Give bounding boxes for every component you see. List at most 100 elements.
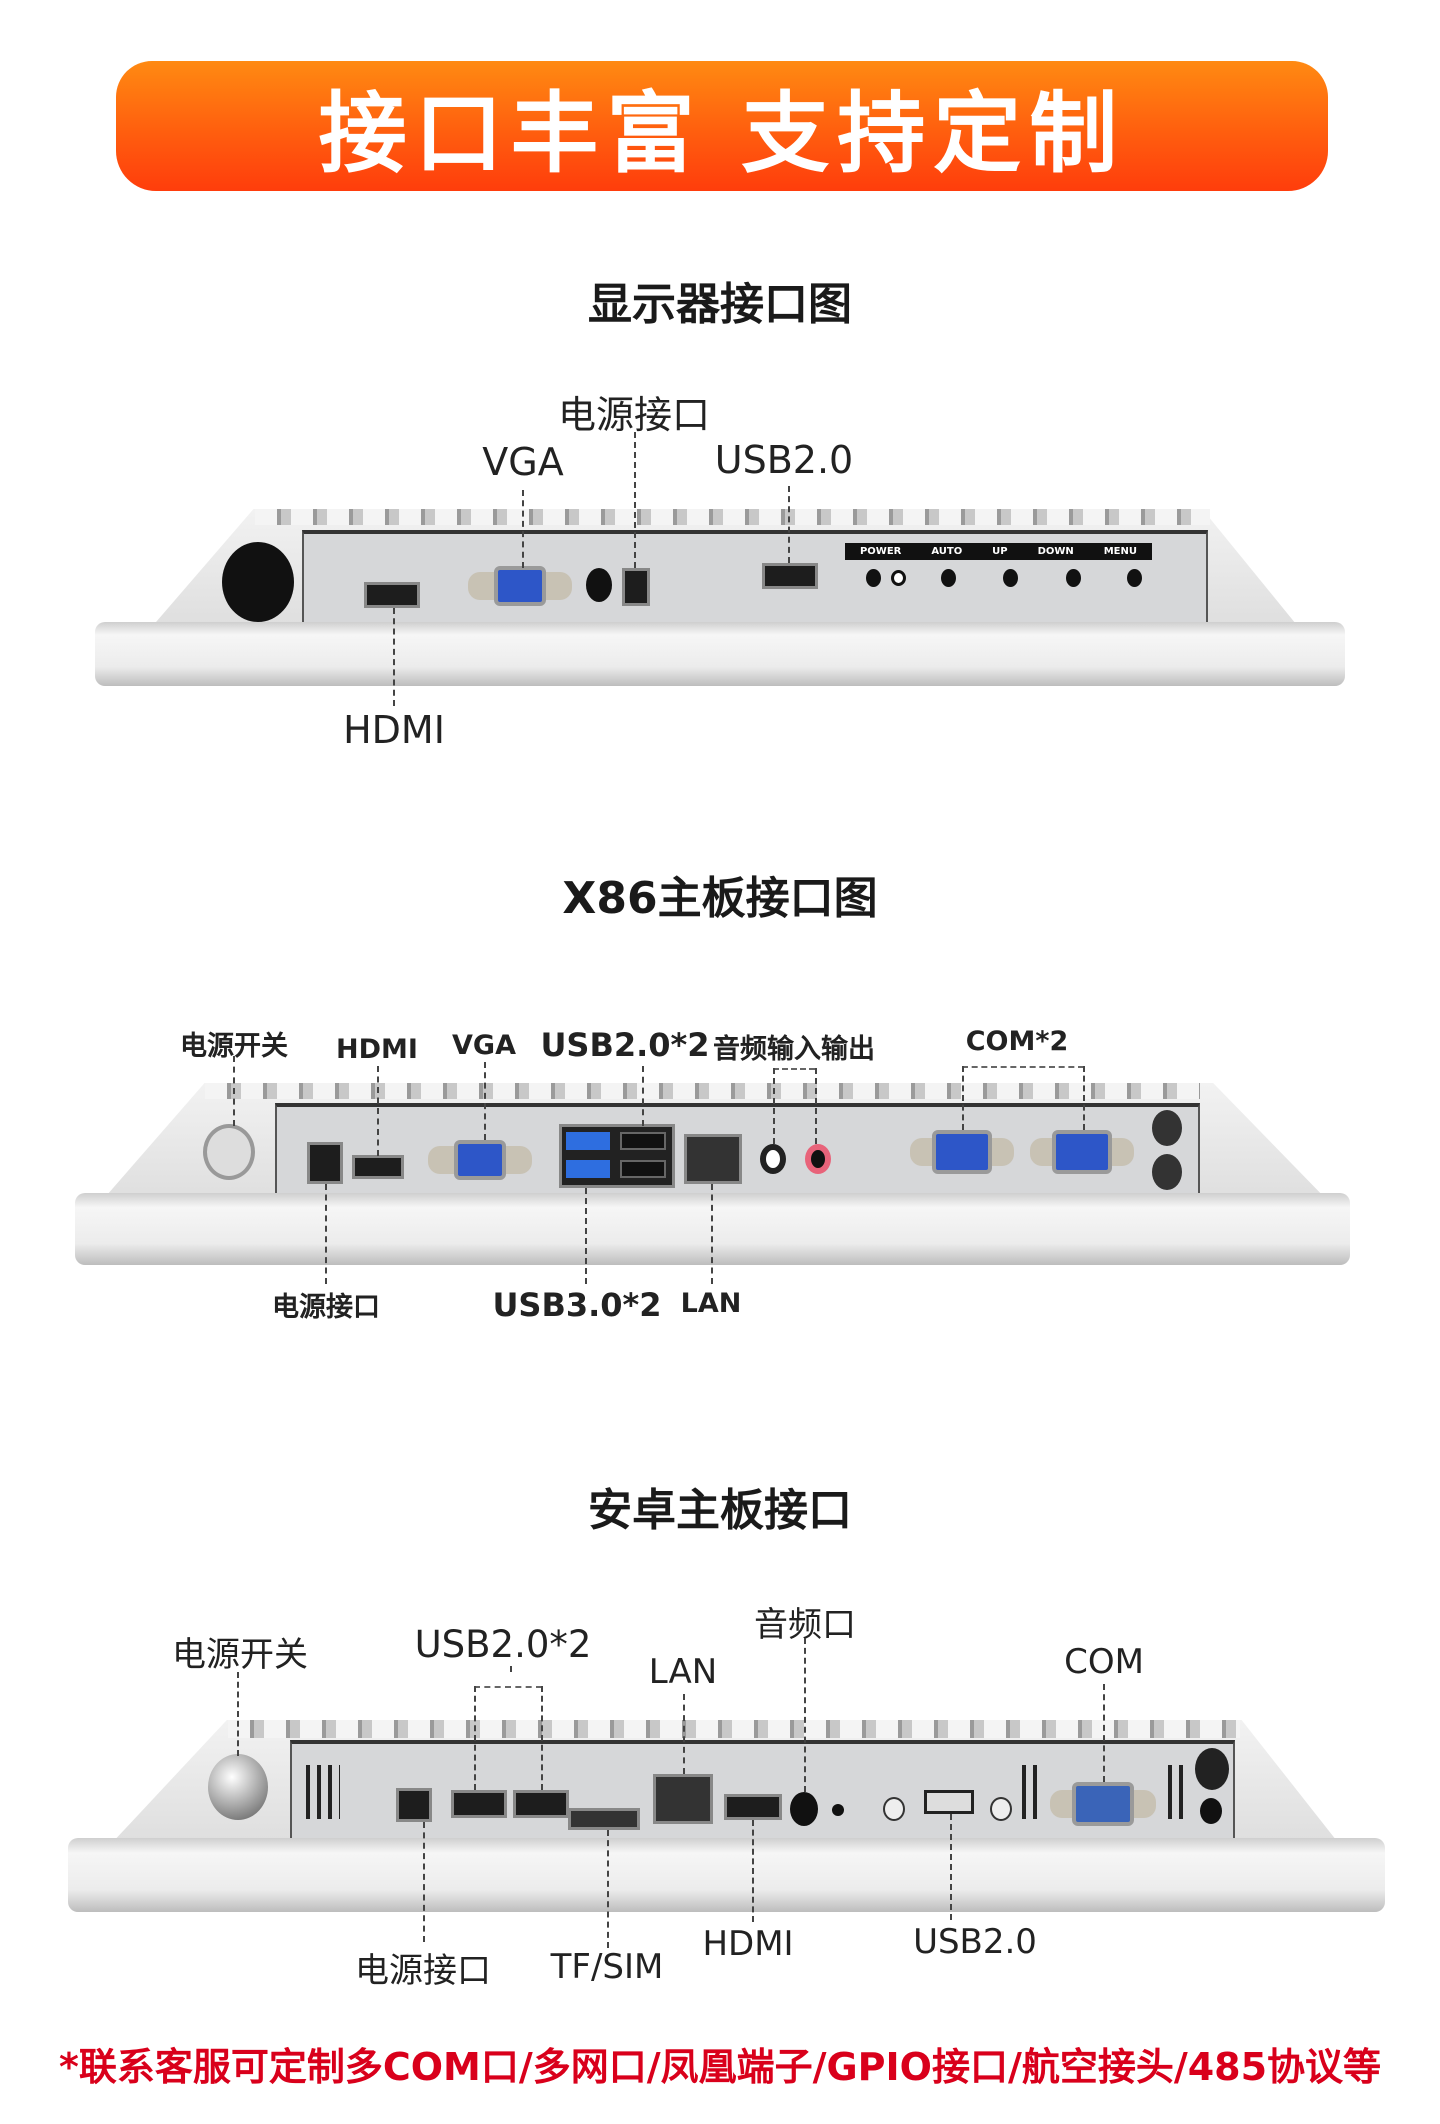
- power-button-icon: [866, 569, 881, 587]
- knob-icon: [1200, 1798, 1222, 1824]
- vents: [228, 1720, 1240, 1738]
- hdmi-port-icon: [364, 582, 420, 608]
- leader-line: [1083, 1066, 1085, 1130]
- knob-icon: [1152, 1110, 1182, 1146]
- usb-port-icon: [451, 1790, 507, 1818]
- leader-line: [711, 1184, 713, 1284]
- dc-power-port-icon: [307, 1142, 343, 1184]
- screw-icon: [990, 1797, 1012, 1821]
- dc-power-port-icon: [622, 568, 650, 606]
- leader-line: [585, 1188, 587, 1284]
- leader-line: [484, 1062, 486, 1140]
- down-button-icon: [1066, 569, 1081, 587]
- audio-jack-icon: [586, 568, 612, 602]
- usb3-port-icon: [566, 1160, 610, 1178]
- label-vga: VGA: [482, 440, 564, 484]
- audio-in-jack-icon: [760, 1144, 786, 1174]
- leader-line: [393, 608, 395, 706]
- audio-jack-icon: [790, 1792, 818, 1826]
- label-com: COM: [1064, 1642, 1144, 1682]
- vent-slots-icon: [306, 1765, 340, 1819]
- vent-slots-icon: [1168, 1765, 1188, 1819]
- power-switch-icon: [203, 1124, 255, 1180]
- vents: [205, 1083, 1200, 1099]
- vents: [255, 509, 1210, 525]
- usb-port-icon: [513, 1790, 569, 1818]
- label-hdmi: HDMI: [343, 708, 445, 752]
- display-section-title: 显示器接口图: [588, 279, 852, 330]
- menu-button-icon: [1127, 569, 1142, 587]
- header-banner: 接口丰富 支持定制: [116, 61, 1328, 191]
- vga-connector: [454, 1140, 506, 1180]
- label-hdmi: HDMI: [702, 1924, 794, 1964]
- leader-line: [788, 486, 790, 563]
- leader-line: [773, 1068, 775, 1144]
- label-power: 电源接口: [272, 1292, 380, 1323]
- label-usb2: USB2.0*2: [540, 1026, 710, 1064]
- label-power: 电源接口: [355, 1951, 491, 1991]
- leader-bracket: [962, 1066, 1084, 1068]
- customization-note: *联系客服可定制多COM口/多网口/凤凰端子/GPIO接口/航空接头/485协议…: [58, 2045, 1382, 2089]
- leader-line: [233, 1056, 235, 1126]
- button-label: POWER: [859, 546, 902, 557]
- label-usb: USB2.0: [913, 1922, 1037, 1962]
- leader-line: [607, 1830, 609, 1948]
- label-switch: 电源开关: [172, 1635, 308, 1675]
- leader-line: [804, 1638, 806, 1792]
- label-tfsim: TF/SIM: [550, 1947, 664, 1987]
- leader-line: [752, 1820, 754, 1922]
- hdmi-port-icon: [352, 1155, 404, 1179]
- knob-icon: [1195, 1748, 1229, 1790]
- usb3-port-icon: [566, 1132, 610, 1150]
- hdmi-port-icon: [724, 1794, 782, 1820]
- label-usb: USB2.0: [714, 438, 854, 482]
- screw-icon: [883, 1797, 905, 1821]
- com-connector: [1052, 1130, 1112, 1174]
- leader-line: [962, 1066, 964, 1130]
- leader-line: [423, 1822, 425, 1942]
- leader-line: [510, 1666, 512, 1672]
- com-connector: [1072, 1782, 1134, 1826]
- x86-section-title: X86主板接口图: [562, 873, 878, 924]
- power-button-icon: [208, 1754, 268, 1820]
- button-label: UP: [992, 546, 1008, 557]
- vga-connector: [494, 566, 546, 606]
- button-label: AUTO: [931, 546, 963, 557]
- device-bezel: [95, 622, 1345, 686]
- device-bezel: [68, 1838, 1385, 1912]
- label-power: 电源接口: [557, 393, 711, 437]
- com-connector: [932, 1130, 992, 1174]
- banner-title: 接口丰富 支持定制: [318, 81, 1126, 185]
- leader-line: [642, 1066, 644, 1126]
- leader-line: [1103, 1684, 1105, 1782]
- leader-line: [815, 1068, 817, 1144]
- label-hdmi: HDMI: [336, 1034, 418, 1065]
- label-audio: 音频输入输出: [713, 1034, 875, 1065]
- label-lan: LAN: [680, 1288, 742, 1319]
- leader-bracket: [474, 1686, 542, 1688]
- power-led-icon: [891, 570, 906, 586]
- lan-port-icon: [653, 1774, 713, 1824]
- leader-line: [522, 490, 524, 568]
- usb2-port-icon: [620, 1160, 666, 1178]
- leader-line: [377, 1066, 379, 1156]
- dc-power-port-icon: [396, 1788, 432, 1822]
- leader-line: [950, 1814, 952, 1920]
- label-lan: LAN: [648, 1652, 718, 1692]
- button-label: MENU: [1103, 546, 1137, 557]
- indicator-dot-icon: [832, 1804, 844, 1816]
- tf-sim-slot-icon: [568, 1808, 640, 1830]
- leader-line: [634, 432, 636, 568]
- auto-button-icon: [941, 569, 956, 587]
- audio-out-jack-icon: [805, 1144, 831, 1174]
- knob-icon: [222, 542, 294, 622]
- android-section-title: 安卓主板接口: [588, 1485, 852, 1536]
- leader-line: [541, 1686, 543, 1790]
- leader-line: [237, 1672, 239, 1756]
- vent-slots-icon: [1022, 1765, 1042, 1819]
- up-button-icon: [1003, 569, 1018, 587]
- label-usb3: USB3.0*2: [492, 1286, 662, 1324]
- lan-port-icon: [684, 1134, 742, 1184]
- usb-port-icon: [762, 563, 818, 589]
